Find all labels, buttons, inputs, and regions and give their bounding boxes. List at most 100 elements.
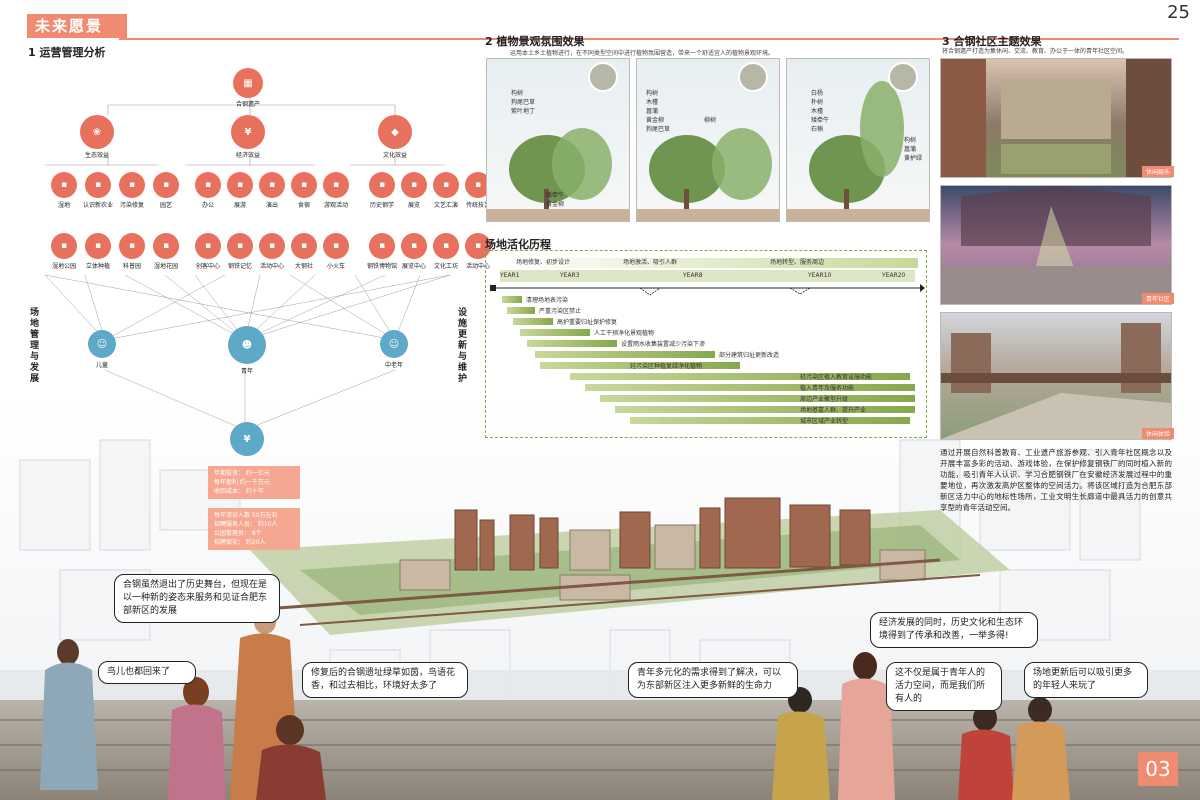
- benefit-child-icon: ▪: [119, 233, 145, 259]
- culture-benefit-label: 文化效益: [382, 152, 407, 159]
- plant-label: 构树: [511, 90, 524, 97]
- youth-community-photo-3: [940, 312, 1172, 440]
- timeline-task-label: 城市区域产业转型: [800, 418, 849, 425]
- benefit-child-icon: ▪: [195, 172, 221, 198]
- benefit-child-label: 钢铁记忆: [227, 263, 252, 270]
- econ-benefit-label: 经济效益: [235, 152, 260, 159]
- benefit-child-label: 大钢社: [294, 263, 313, 270]
- eco-benefit-icon: ❀: [80, 115, 114, 149]
- finance-line: 年期投资： 约一亿元: [214, 470, 270, 477]
- benefit-child-label: 湿地: [57, 202, 70, 209]
- yuan-result-icon: ¥: [230, 422, 264, 456]
- section3-paragraph: 通过开展自然科普教育、工业遗产旅游参观、引入青年社区概念以及开展丰富多彩的活动、…: [940, 448, 1172, 512]
- finance-box-1: 年期投资： 约一亿元 每年盈利 约一千万元 收回成本： 约十年: [208, 466, 300, 499]
- benefit-child-label: 展览中心: [401, 263, 426, 270]
- timeline-task-bar: [540, 362, 740, 369]
- timeline-task-label: 植入青年及服务功能: [800, 385, 855, 392]
- youth-community-photo-2: [940, 185, 1172, 305]
- youth-community-photo-1: [940, 58, 1172, 178]
- benefit-child-icon: ▪: [369, 172, 395, 198]
- benefit-child-label: 湿地公园: [51, 263, 76, 270]
- benefit-child-label: 办公: [201, 202, 214, 209]
- benefit-child-label: 演出: [265, 202, 278, 209]
- header-divider: [119, 38, 1179, 40]
- timeline-task-label: 部分建筑归址更新改造: [719, 352, 780, 359]
- benefit-child-icon: ▪: [401, 172, 427, 198]
- youth-icon: ☻: [228, 326, 266, 364]
- timeline-task-label: 清理场地表污染: [526, 297, 569, 304]
- benefit-child-icon: ▪: [291, 172, 317, 198]
- timeline-task-label: 设置雨水收集装置减少污染下渗: [621, 341, 706, 348]
- plant-label: 木槿: [646, 99, 659, 106]
- section2-desc: 运用本土乡土植物进行，在不同类型空间中进行植物氛围营造，带来一个舒适宜人的植物景…: [510, 50, 775, 57]
- benefit-child-label: 湿地花园: [153, 263, 178, 270]
- benefit-child-icon: ▪: [51, 233, 77, 259]
- speech-bubble-6: 这不仅是属于青年人的活力空间，而是我们所有人的: [886, 662, 1002, 711]
- benefit-child-label: 展览: [407, 202, 420, 209]
- graduation-cap-icon: ◆: [378, 115, 412, 149]
- benefit-child-icon: ▪: [153, 233, 179, 259]
- benefit-child-icon: ▪: [259, 172, 285, 198]
- section3-title: 3 合钢社区主题效果: [942, 35, 1042, 48]
- benefit-child-label: 传统技艺: [465, 202, 490, 209]
- finance-line: 招聘服务人员： 约10人: [214, 521, 278, 528]
- benefit-child-icon: ▪: [323, 172, 349, 198]
- benefit-child-label: 小火车: [326, 263, 345, 270]
- benefit-child-label: 科普园: [122, 263, 141, 270]
- speech-bubble-7: 场地更新后可以吸引更多的年轻人来玩了: [1024, 662, 1148, 698]
- elder-icon: ☺: [380, 330, 408, 358]
- finance-line: 每年盈利 约一千万元: [214, 479, 270, 486]
- benefit-child-label: 游观活动: [323, 202, 348, 209]
- speech-bubble-4: 青年多元化的需求得到了解决，可以为东部新区注入更多新鲜的生命力: [628, 662, 798, 698]
- plant-label-secondary: 菖蒲: [904, 146, 917, 153]
- plant-label-secondary: 构树: [904, 137, 917, 144]
- left-vertical-label: 场地管理与发展: [30, 308, 40, 384]
- benefit-child-icon: ▪: [227, 233, 253, 259]
- benefit-child-label: 园艺: [159, 202, 172, 209]
- timeline-task-label: 场地基富人群、提升产业: [800, 407, 867, 414]
- page-number: 25: [1167, 2, 1190, 23]
- speech-bubble-3: 修复后的合钢遗址绿草如茵，鸟语花香，和过去相比，环境好太多了: [302, 662, 468, 698]
- benefit-child-icon: ▪: [259, 233, 285, 259]
- benefit-child-label: 文艺汇演: [433, 202, 458, 209]
- plant-label: 朴树: [811, 99, 824, 106]
- aerial-illustration: [0, 400, 1200, 800]
- benefit-child-label: 历史钢学: [369, 202, 394, 209]
- benefit-child-icon: ▪: [153, 172, 179, 198]
- benefit-child-label: 立体种植: [85, 263, 110, 270]
- phase-3: 场地转型、服务周边: [770, 259, 825, 266]
- people-label-youth: 青年: [240, 368, 253, 375]
- phase-1: 场地修复、初步设计: [516, 259, 571, 266]
- plant-label-secondary: 黄栌绿: [904, 155, 923, 162]
- plant-label-secondary: 黄金柳: [546, 201, 565, 208]
- timeline-task-bar: [527, 340, 617, 347]
- timeline-task-bar: [507, 307, 535, 314]
- speech-bubble-5: 经济发展的同时，历史文化和生态环境得到了传承和改善，一举多得!: [870, 612, 1038, 648]
- plant-label: 紫叶地丁: [511, 108, 536, 115]
- timeline-frame: [485, 250, 927, 438]
- plant-label: 构树: [646, 90, 659, 97]
- plant-label: 白杨: [811, 90, 824, 97]
- benefit-child-icon: ▪: [323, 233, 349, 259]
- timeline-phase-band: [508, 258, 918, 268]
- finance-line: 收回成本： 约十年: [214, 488, 264, 495]
- benefit-child-icon: ▪: [465, 233, 491, 259]
- section-header-tag: 未来愿景: [27, 14, 127, 38]
- benefit-child-label: 活动中心: [259, 263, 284, 270]
- yuan-icon: ¥: [231, 115, 265, 149]
- plant-panel: [486, 58, 630, 222]
- finance-line: 招聘保安： 约20人: [214, 539, 266, 546]
- people-label-elder: 中老年: [384, 362, 403, 369]
- benefit-child-label: 认识新农业: [82, 202, 113, 209]
- speech-bubble-1: 合钢虽然退出了历史舞台，但现在是以一种新的姿态来服务和见证合肥东部新区的发展: [114, 574, 280, 623]
- plant-label-secondary: 矮牵牛: [546, 192, 565, 199]
- benefit-child-icon: ▪: [291, 233, 317, 259]
- benefit-child-icon: ▪: [51, 172, 77, 198]
- speech-bubble-2: 鸟儿也都回来了: [98, 661, 196, 684]
- timeline-task-label: 严重污染区禁止: [539, 308, 582, 315]
- timeline-axis: [490, 284, 925, 296]
- finance-line: 公园管理员： 8个: [214, 530, 262, 537]
- phase-2: 场地激活、吸引人群: [623, 259, 678, 266]
- benefit-child-icon: ▪: [433, 172, 459, 198]
- benefit-child-icon: ▪: [227, 172, 253, 198]
